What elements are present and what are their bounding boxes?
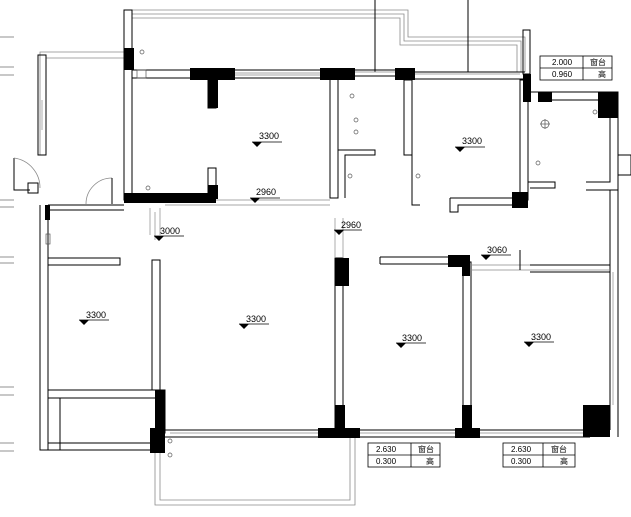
window-table-bottom-right: 2.630 窗台 0.300 高 bbox=[502, 442, 576, 468]
window-table-top-right: 2.000 窗台 0.960 高 bbox=[539, 55, 613, 81]
table-cell: 窗台 bbox=[551, 444, 567, 454]
margin-dashes bbox=[0, 36, 14, 452]
elevation-label: 3300 bbox=[246, 314, 266, 324]
elevation-mark-room-6: 3300 bbox=[524, 332, 554, 347]
elevation-mark-beam-1: 2960 bbox=[250, 187, 280, 203]
left-upper-balcony bbox=[37, 51, 124, 156]
table-cell: 0.300 bbox=[511, 457, 532, 466]
elevation-label: 2960 bbox=[341, 220, 361, 230]
table-cell: 0.300 bbox=[376, 457, 397, 466]
elevation-mark-room-2: 3300 bbox=[455, 136, 485, 152]
table-cell: 高 bbox=[598, 69, 606, 79]
table-cell: 2.630 bbox=[511, 445, 532, 454]
top-balcony bbox=[123, 0, 531, 75]
elevation-label: 3000 bbox=[160, 226, 180, 236]
window-table-bottom-mid: 2.630 窗台 0.300 高 bbox=[367, 442, 441, 468]
elevation-label: 3300 bbox=[531, 332, 551, 342]
elevation-label: 3300 bbox=[259, 131, 279, 141]
elevation-label: 3300 bbox=[462, 136, 482, 146]
table-cell: 2.630 bbox=[376, 445, 397, 454]
elevation-label: 2960 bbox=[256, 187, 276, 197]
table-cell: 高 bbox=[560, 456, 568, 466]
entrance-door bbox=[13, 157, 113, 205]
table-cell: 窗台 bbox=[418, 444, 434, 454]
elevation-mark-room-3: 3300 bbox=[79, 310, 109, 325]
elevation-mark-beam-2: 2960 bbox=[334, 220, 362, 235]
elevation-label: 3300 bbox=[402, 333, 422, 343]
table-cell: 2.000 bbox=[552, 58, 573, 67]
table-cell: 0.960 bbox=[552, 70, 573, 79]
table-cell: 窗台 bbox=[590, 57, 606, 67]
table-cell: 高 bbox=[426, 456, 434, 466]
interior-walls bbox=[132, 77, 610, 506]
elevation-mark-room-5: 3300 bbox=[396, 333, 426, 348]
elevation-mark-room-1: 3300 bbox=[252, 131, 282, 147]
elevation-mark-corridor: 3000 bbox=[154, 226, 184, 241]
columns bbox=[45, 48, 618, 453]
elevation-label: 3060 bbox=[487, 245, 507, 255]
elevation-label: 3300 bbox=[86, 310, 106, 320]
elevation-mark-room-4: 3300 bbox=[239, 314, 269, 329]
windows bbox=[170, 71, 614, 434]
fixtures bbox=[45, 49, 598, 458]
elevation-mark-beam-3: 3060 bbox=[481, 245, 511, 260]
